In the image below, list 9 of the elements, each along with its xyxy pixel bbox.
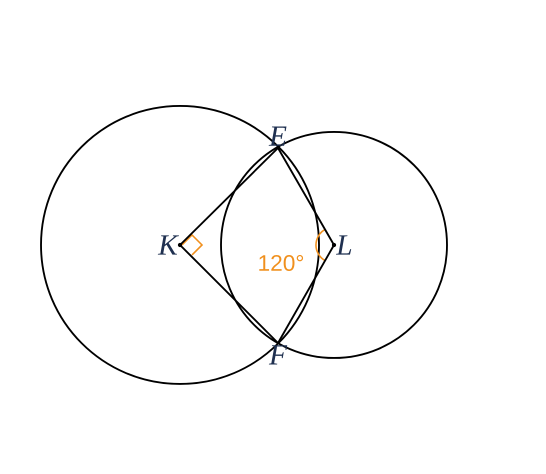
point-label: L <box>332 235 352 255</box>
point-label: K <box>158 235 182 255</box>
line-segment <box>179 244 279 344</box>
line-segment <box>277 244 335 344</box>
angle-label: 120° <box>259 254 304 272</box>
line-segment <box>179 147 279 246</box>
point-label: E <box>268 126 286 146</box>
point-label: F <box>268 345 288 364</box>
line-segment <box>277 148 335 246</box>
